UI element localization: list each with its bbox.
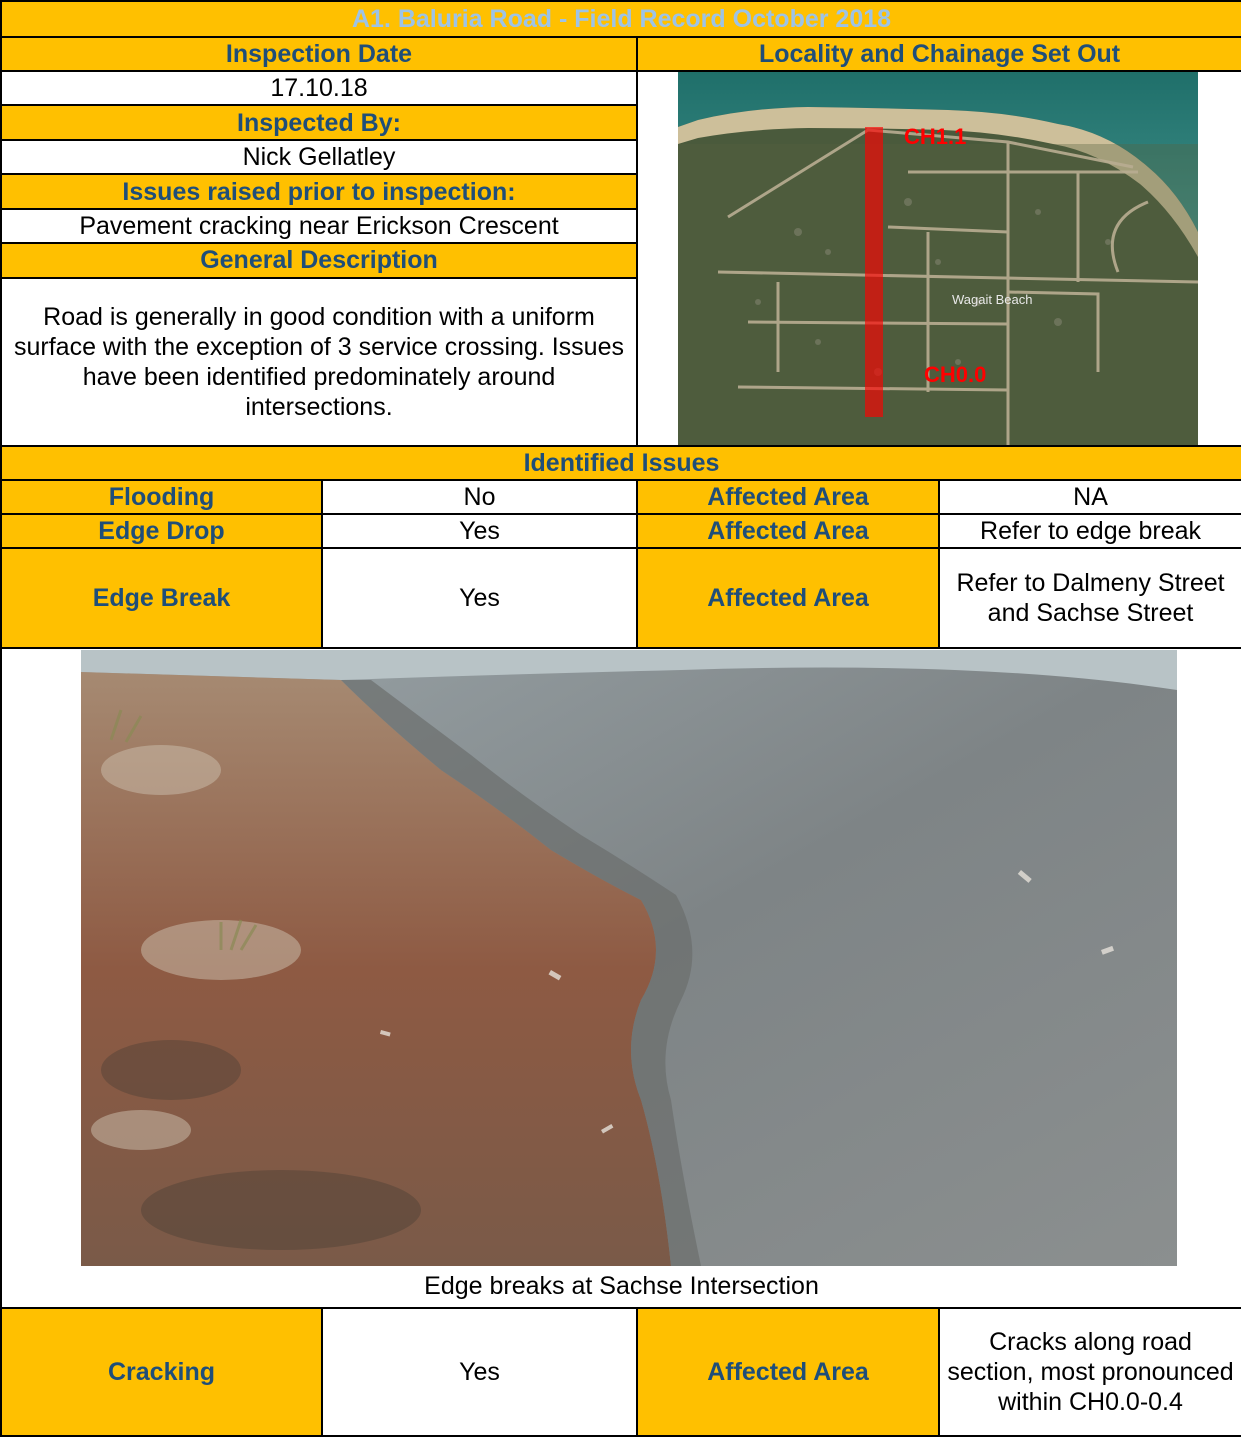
issue-row-edge-drop: Edge Drop Yes Affected Area Refer to edg… [0, 513, 1241, 549]
issues-prior-value: Pavement cracking near Erickson Crescent [0, 207, 638, 245]
map-label-ch-end: CH1.1 [904, 124, 966, 149]
issue-name: Edge Break [0, 547, 323, 649]
edge-break-photo-image [81, 650, 1177, 1266]
issue-row-edge-break: Edge Break Yes Affected Area Refer to Da… [0, 547, 1241, 649]
photo-cell: Edge breaks at Sachse Intersection [0, 647, 1241, 1309]
locality-map: CH1.1 CH0.0 Wagait Beach [678, 72, 1198, 445]
general-description-label: General Description [0, 242, 638, 279]
identified-issues-label: Identified Issues [0, 445, 1241, 481]
affected-area-label: Affected Area [636, 1307, 940, 1437]
record-title: A1. Baluria Road - Field Record October … [0, 0, 1241, 38]
affected-area-value: NA [937, 479, 1241, 515]
issue-name: Cracking [0, 1307, 323, 1437]
inspected-by-label: Inspected By: [0, 104, 638, 141]
edge-break-photo [81, 650, 1177, 1266]
affected-area-value: Refer to edge break [937, 513, 1241, 549]
photo-caption: Edge breaks at Sachse Intersection [424, 1272, 819, 1300]
issue-present: Yes [321, 1307, 638, 1437]
map-label-place: Wagait Beach [952, 292, 1032, 307]
affected-area-value: Cracks along road section, most pronounc… [937, 1307, 1241, 1437]
satellite-map-image: CH1.1 CH0.0 Wagait Beach [678, 72, 1198, 445]
affected-area-value: Refer to Dalmeny Street and Sachse Stree… [937, 547, 1241, 649]
issue-present: No [321, 479, 638, 515]
inspection-date-label: Inspection Date [0, 36, 638, 72]
inspected-by-value: Nick Gellatley [0, 138, 638, 176]
chainage-marker [865, 127, 883, 417]
issue-row-flooding: Flooding No Affected Area NA [0, 479, 1241, 515]
locality-map-cell: CH1.1 CH0.0 Wagait Beach [635, 70, 1241, 447]
locality-label: Locality and Chainage Set Out [635, 36, 1241, 72]
general-description-text: Road is generally in good condition with… [0, 276, 638, 448]
issues-prior-label: Issues raised prior to inspection: [0, 173, 638, 210]
affected-area-label: Affected Area [636, 547, 940, 649]
affected-area-label: Affected Area [636, 479, 940, 515]
inspection-date-value: 17.10.18 [0, 69, 638, 107]
issue-row-cracking: Cracking Yes Affected Area Cracks along … [0, 1307, 1241, 1437]
issue-present: Yes [321, 547, 638, 649]
issue-name: Edge Drop [0, 513, 323, 549]
map-label-ch-start: CH0.0 [924, 362, 986, 387]
affected-area-label: Affected Area [636, 513, 940, 549]
issue-name: Flooding [0, 479, 323, 515]
issue-present: Yes [321, 513, 638, 549]
